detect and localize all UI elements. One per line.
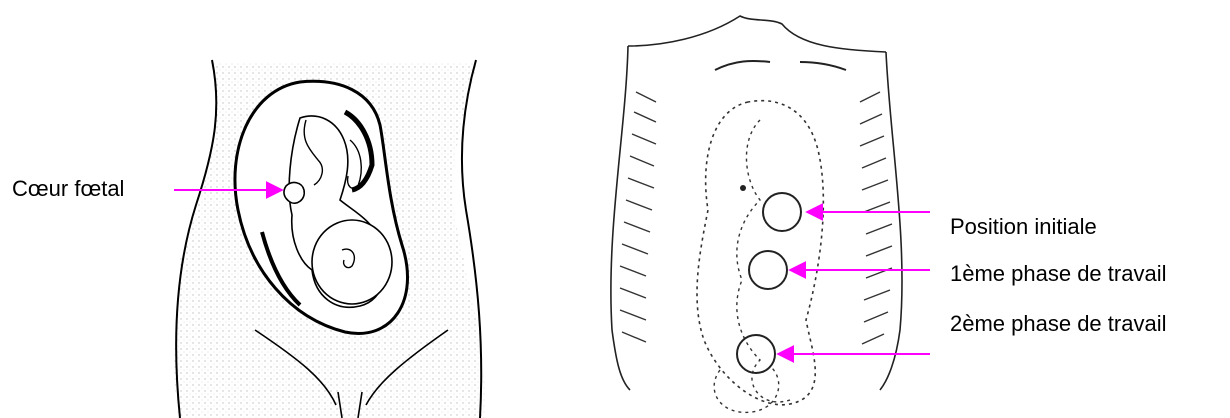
pregnant-torso-illustration [175,60,486,418]
fetus-head [312,220,392,304]
abdomen-outline-illustration [611,16,902,412]
abdomen-left-side [611,46,630,390]
fetus-dotted-outline [737,120,790,402]
chest-line-right [800,62,846,70]
fetal-heart-mark [284,183,304,204]
left-hatching [620,92,656,342]
fetal-heart-label: Cœur fœtal [12,176,124,201]
right-hatching [860,92,892,344]
position-phase1-label: 1ème phase de travail [950,261,1166,286]
abdomen-right-side [880,52,902,390]
position-phase2-circle [737,335,775,373]
umbilicus-dot [740,185,746,191]
abdomen-top-outline [628,16,886,52]
chest-line-left [715,61,770,70]
position-initial-circle [763,193,801,231]
position-phase1-circle [749,251,787,289]
position-phase2-label: 2ème phase de travail [950,311,1166,336]
position-initial-label: Position initiale [950,214,1097,239]
